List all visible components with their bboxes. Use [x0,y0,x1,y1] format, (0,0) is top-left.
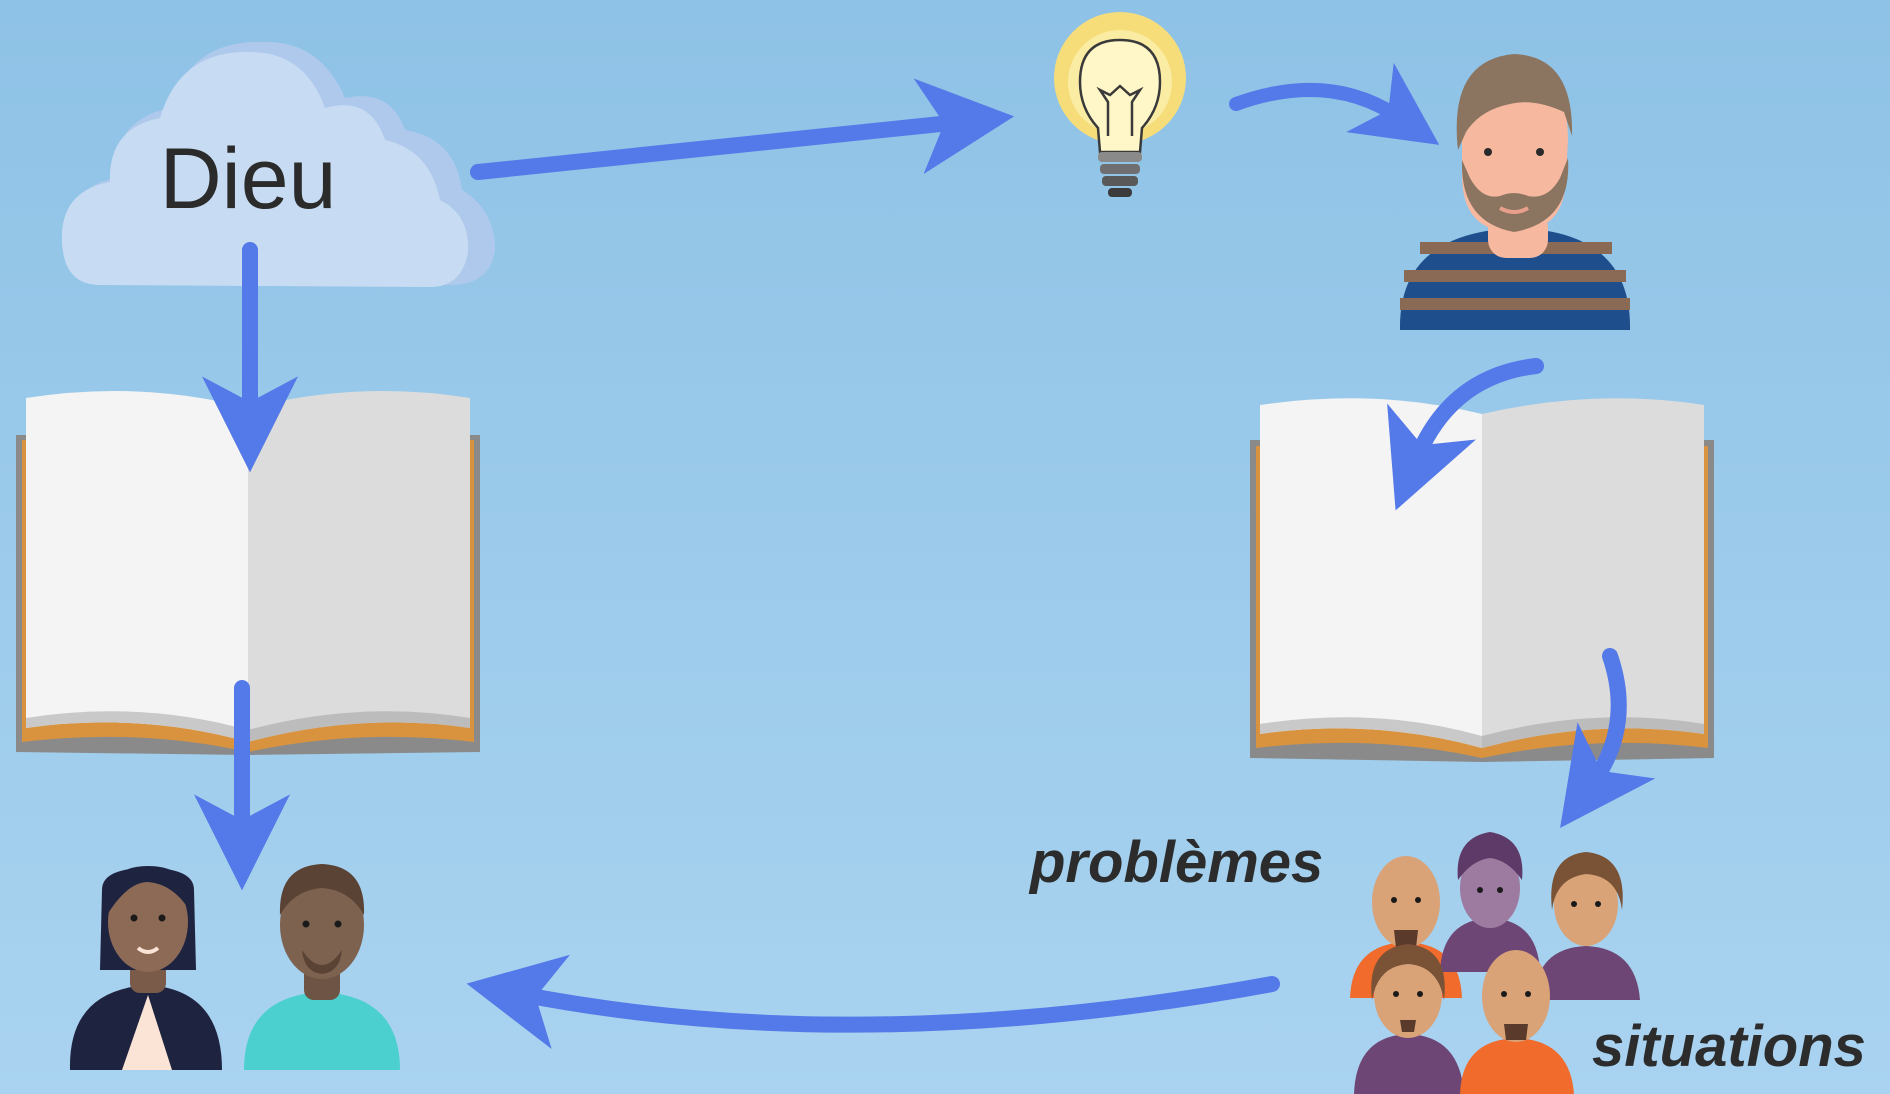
cloud-label: Dieu [160,131,337,227]
couple-avatars-icon [69,864,400,1070]
arrow-right-book-to-group [1560,648,1656,829]
bearded-man-avatar-icon [1399,54,1631,330]
arrows [194,62,1656,1050]
lightbulb-icon [1054,12,1186,197]
open-book-icon-right [1250,398,1714,762]
cloud-icon: Dieu [61,41,495,287]
situations-label: situations [1592,1014,1866,1079]
open-book-icon-left [16,390,480,755]
arrow-group-to-readers [466,954,1280,1050]
arrow-lightbulb-to-author [1229,62,1440,145]
arrow-author-to-right-book [1387,358,1544,511]
group-people-icon [1350,832,1640,1094]
problems-label: problèmes [1028,830,1323,895]
arrow-dieu-to-lightbulb [470,78,1015,180]
